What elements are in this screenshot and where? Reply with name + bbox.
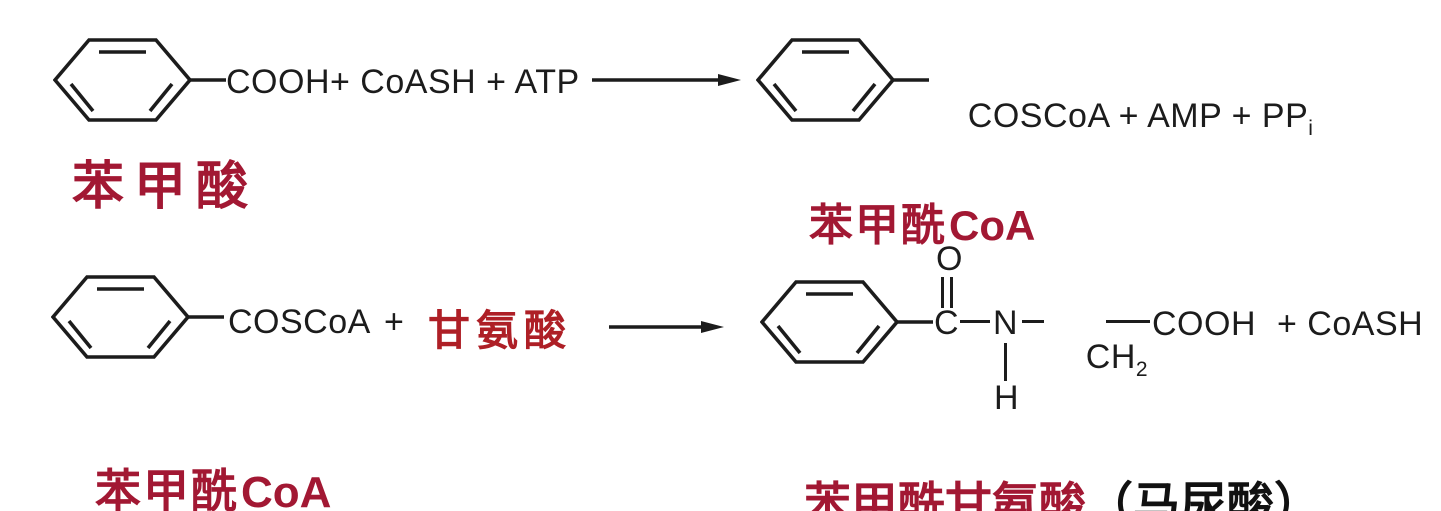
methylene-group: CH2: [1046, 306, 1148, 414]
hippuric-acid-label: 苯甲酰甘氨酸（马尿酸）: [757, 436, 1321, 511]
benzoyl-coa-label-2: 苯甲酰CoA: [41, 423, 331, 511]
methylene-subscript: 2: [1135, 357, 1148, 381]
glycine-label: 甘氨酸: [428, 307, 573, 354]
n-h-bond-line: [1004, 343, 1007, 381]
reaction-arrow-2: [609, 321, 724, 333]
pp-subscript: i: [1308, 116, 1313, 140]
reaction-arrow-1: [592, 74, 741, 86]
benzene-ring-reactant-1: [53, 38, 226, 122]
reaction1-reactants-formula: COOH+ CoASH + ATP: [226, 63, 580, 101]
carboxyl-group: COOH: [1152, 305, 1256, 343]
benzoyl-coa-label-1-cn: 苯甲酰: [809, 201, 947, 250]
ch2-cooh-bond-line: [1106, 320, 1150, 323]
benzoylglycine-label-red: 苯甲酰甘氨酸: [804, 480, 1086, 511]
carbonyl-double-bond-line-2: [950, 277, 953, 308]
benzoyl-coa-label-2-cn: 苯甲酰: [95, 466, 239, 511]
benzoic-acid-label: 苯甲酸: [72, 159, 259, 216]
c-n-bond-line: [960, 320, 990, 323]
reaction1-products-formula: COSCoA + AMP + PPi: [928, 65, 1313, 173]
methylene-ch: CH: [1085, 338, 1136, 376]
carbonyl-carbon-atom: C: [934, 304, 960, 342]
reaction2-reactant-formula: COSCoA: [228, 303, 371, 341]
benzoyl-coa-label-1: 苯甲酰CoA: [757, 160, 1035, 292]
reaction2-plus-sign: +: [384, 303, 405, 341]
benzoyl-coa-label-2-en: CoA: [241, 468, 332, 511]
n-ch2-bond-line: [1022, 320, 1044, 323]
coash-byproduct: + CoASH: [1277, 305, 1424, 343]
benzene-ring-reactant-2: [51, 275, 224, 359]
reaction1-products-formula-main: COSCoA + AMP + PP: [967, 97, 1309, 135]
benzoyl-coa-label-1-en: CoA: [949, 202, 1036, 249]
carbonyl-oxygen-atom: O: [936, 240, 963, 278]
benzene-ring-product-1: [756, 38, 929, 122]
amide-nitrogen-atom: N: [993, 304, 1019, 342]
amide-hydrogen-atom: H: [994, 379, 1020, 417]
hippuric-acid-label-black: （马尿酸）: [1086, 480, 1321, 511]
carbonyl-double-bond-line-1: [941, 277, 944, 308]
benzene-ring-product-2: [760, 280, 933, 364]
